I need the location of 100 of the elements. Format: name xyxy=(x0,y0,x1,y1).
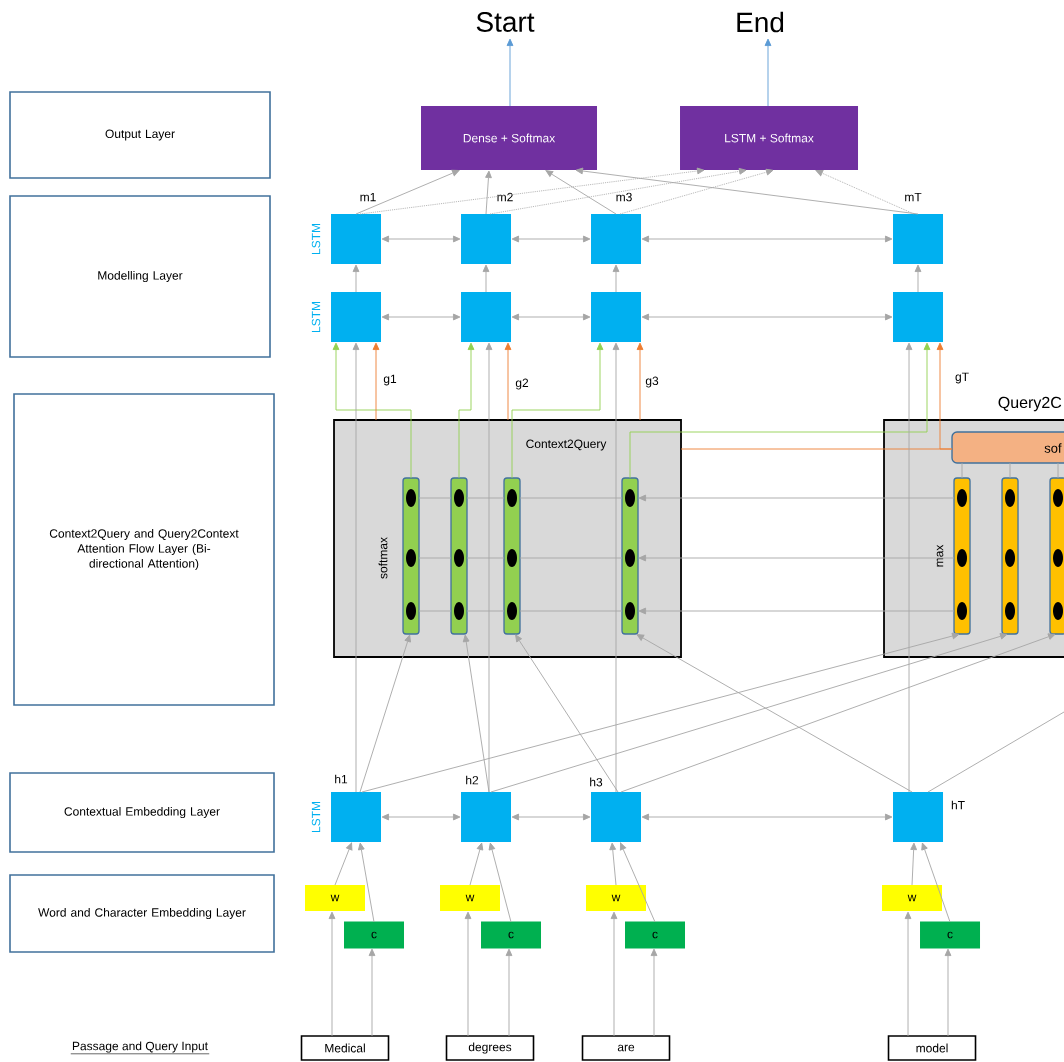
arrow xyxy=(612,342,620,793)
arrow xyxy=(609,842,617,886)
attention-column xyxy=(402,477,420,635)
arrow xyxy=(482,264,490,293)
attention-column xyxy=(1049,477,1064,635)
layer-box: Modelling Layer xyxy=(9,195,271,358)
word-embedding-box: w xyxy=(586,885,646,911)
arrow xyxy=(368,948,376,1037)
arrow xyxy=(469,842,484,886)
rotated-label: softmax xyxy=(378,537,388,579)
arrow xyxy=(352,342,360,793)
char-embedding-box: c xyxy=(481,921,541,949)
arrow xyxy=(511,813,591,821)
arrow xyxy=(620,633,1056,793)
output-label: Start xyxy=(476,12,535,32)
arrow xyxy=(458,342,475,479)
arrow xyxy=(511,313,591,321)
box-heading: sof xyxy=(1044,443,1062,453)
arrow xyxy=(332,342,412,479)
box-heading: Context2Query xyxy=(526,439,607,451)
box-heading: Query2C xyxy=(998,396,1062,412)
arrow xyxy=(904,911,912,1037)
arrow xyxy=(641,235,893,243)
arrow xyxy=(944,948,952,1037)
state-label: mT xyxy=(905,192,922,202)
word-embedding-box: w xyxy=(882,885,942,911)
arrow xyxy=(910,842,918,886)
arrow xyxy=(361,632,960,793)
arrow xyxy=(511,235,591,243)
arrow xyxy=(905,342,913,793)
arrow xyxy=(489,167,747,215)
arrow xyxy=(629,342,931,479)
layer-box: Contextual Embedding Layer xyxy=(9,772,275,853)
arrow xyxy=(815,169,915,215)
arrow xyxy=(490,632,1008,793)
lstm-cell xyxy=(893,292,943,342)
arrow xyxy=(359,634,411,793)
arrow xyxy=(511,342,604,479)
arrow xyxy=(359,167,705,215)
arrow xyxy=(504,342,512,421)
section-label: Passage and Query Input xyxy=(70,1041,210,1055)
arrow xyxy=(462,634,490,793)
output-box: LSTM + Softmax xyxy=(680,106,858,170)
arrow xyxy=(575,167,919,215)
arrow xyxy=(636,342,644,421)
arrow xyxy=(358,842,375,923)
arrow xyxy=(506,38,514,107)
input-word-box: model xyxy=(887,1035,977,1061)
attention-column xyxy=(503,477,521,635)
word-embedding-box: w xyxy=(305,885,365,911)
arrow xyxy=(764,38,772,107)
attention-column xyxy=(450,477,468,635)
arrow xyxy=(641,313,893,321)
output-label: End xyxy=(737,11,784,33)
attention-column xyxy=(621,477,639,635)
gate-label: g1 xyxy=(383,374,397,386)
char-embedding-box: c xyxy=(625,921,685,949)
arrow xyxy=(334,842,353,886)
arrow xyxy=(381,235,461,243)
arrow xyxy=(638,494,955,502)
output-box: Dense + Softmax xyxy=(421,106,597,170)
input-word-box: Medical xyxy=(300,1035,390,1061)
state-label: hT xyxy=(951,800,965,810)
arrow xyxy=(381,313,461,321)
arrow xyxy=(464,911,472,1037)
layer-box: Context2Query and Query2Context Attention Flow Layer (Bi-directional Attention) xyxy=(13,393,275,706)
char-embedding-box: c xyxy=(344,921,404,949)
lstm-cell xyxy=(461,292,511,342)
arrow xyxy=(610,911,618,1037)
arrow xyxy=(488,842,512,923)
arrow xyxy=(355,169,460,215)
layer-box: Output Layer xyxy=(9,91,271,179)
arrow xyxy=(914,264,922,293)
state-label: m1 xyxy=(360,192,376,202)
arrow xyxy=(381,813,461,821)
arrow xyxy=(636,634,913,793)
state-label: m2 xyxy=(497,192,513,202)
arrow xyxy=(641,813,893,821)
attention-column xyxy=(953,477,971,635)
arrow xyxy=(650,948,658,1037)
gate-label: gT xyxy=(955,372,969,384)
arrow xyxy=(372,342,380,421)
arrow xyxy=(619,168,774,215)
state-label: h3 xyxy=(590,777,603,787)
arrow xyxy=(619,842,656,923)
arrow xyxy=(485,170,492,215)
arrow xyxy=(485,342,493,793)
lstm-cell xyxy=(591,292,641,342)
arrow xyxy=(638,554,955,562)
state-label: h1 xyxy=(335,774,348,784)
word-embedding-box: w xyxy=(440,885,500,911)
input-word-box: degrees xyxy=(445,1035,535,1061)
input-word-box: are xyxy=(581,1035,671,1061)
arrow xyxy=(515,634,619,793)
rotated-label: max xyxy=(936,544,944,567)
arrow xyxy=(352,264,360,293)
gate-label: g2 xyxy=(515,378,529,390)
arrow xyxy=(612,264,620,293)
state-label: m3 xyxy=(616,192,632,202)
arrow xyxy=(638,607,955,615)
